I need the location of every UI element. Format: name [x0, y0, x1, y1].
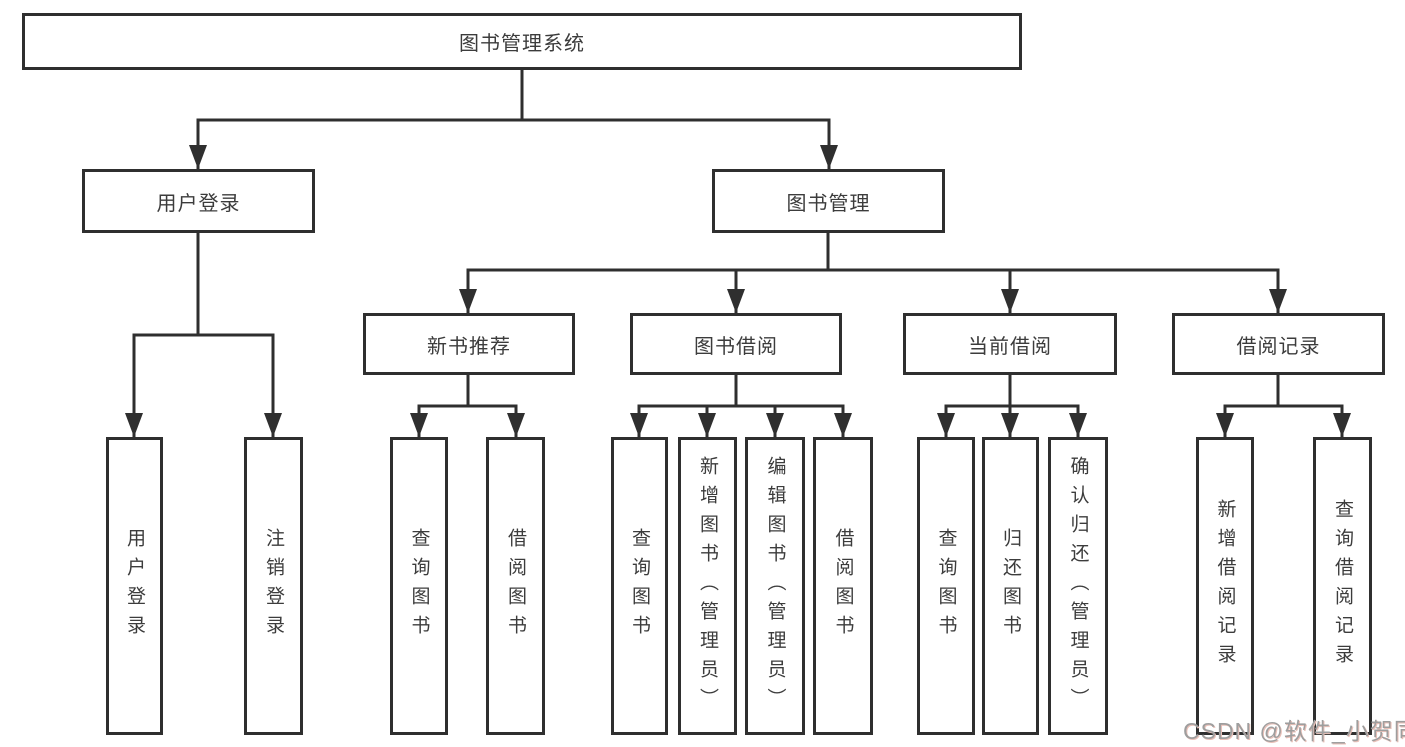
- leaf-node-add-borrow-record: 新增借阅记录: [1196, 437, 1254, 735]
- leaf-node-query-books: 查询图书: [917, 437, 975, 735]
- leaf-label: 新增借阅记录: [1214, 499, 1236, 673]
- section-label: 新书推荐: [427, 335, 511, 358]
- leaf-node-borrow-books: 借阅图书: [813, 437, 873, 735]
- section-node-book-borrow: 图书借阅: [630, 313, 842, 375]
- root-node-label: 图书管理系统: [459, 33, 585, 55]
- section-node-current-borrow: 当前借阅: [903, 313, 1117, 375]
- leaf-label: 借阅图书: [832, 528, 854, 644]
- leaf-node-edit-books-admin: 编辑图书（管理员）: [745, 437, 805, 735]
- leaf-label: 新增图书（管理员）: [697, 455, 718, 717]
- section-node-new-book-recommend: 新书推荐: [363, 313, 575, 375]
- leaf-label: 用户登录: [124, 528, 145, 644]
- node-book-management: 图书管理: [712, 169, 945, 233]
- leaf-node-confirm-return-admin: 确认归还（管理员）: [1048, 437, 1108, 735]
- leaf-label: 借阅图书: [505, 528, 526, 644]
- section-node-borrow-record: 借阅记录: [1172, 313, 1385, 375]
- leaf-node-query-books: 查询图书: [611, 437, 668, 735]
- csdn-watermark: CSDN @软件_小贺同学: [1183, 718, 1405, 744]
- leaf-label: 查询图书: [935, 528, 957, 644]
- root-node-library-system: 图书管理系统: [22, 13, 1022, 70]
- leaf-node-user-login: 用户登录: [106, 437, 163, 735]
- leaf-node-borrow-books: 借阅图书: [486, 437, 545, 735]
- leaf-node-logout: 注销登录: [244, 437, 303, 735]
- leaf-label: 编辑图书（管理员）: [764, 455, 786, 717]
- leaf-label: 查询图书: [408, 528, 430, 644]
- section-label: 图书借阅: [694, 335, 778, 358]
- leaf-label: 查询借阅记录: [1332, 499, 1353, 673]
- leaf-node-return-books: 归还图书: [982, 437, 1039, 735]
- node-user-login-label: 用户登录: [156, 192, 241, 215]
- leaf-label: 查询图书: [629, 528, 650, 644]
- leaf-node-query-books: 查询图书: [390, 437, 448, 735]
- section-label: 当前借阅: [968, 335, 1052, 358]
- node-user-login: 用户登录: [82, 169, 315, 233]
- leaf-label: 归还图书: [1000, 528, 1021, 644]
- leaf-label: 确认归还（管理员）: [1067, 455, 1089, 717]
- leaf-node-add-books-admin: 新增图书（管理员）: [678, 437, 737, 735]
- leaf-label: 注销登录: [263, 528, 284, 644]
- node-book-management-label: 图书管理: [786, 192, 871, 215]
- leaf-node-query-borrow-record: 查询借阅记录: [1313, 437, 1372, 735]
- section-label: 借阅记录: [1236, 335, 1321, 358]
